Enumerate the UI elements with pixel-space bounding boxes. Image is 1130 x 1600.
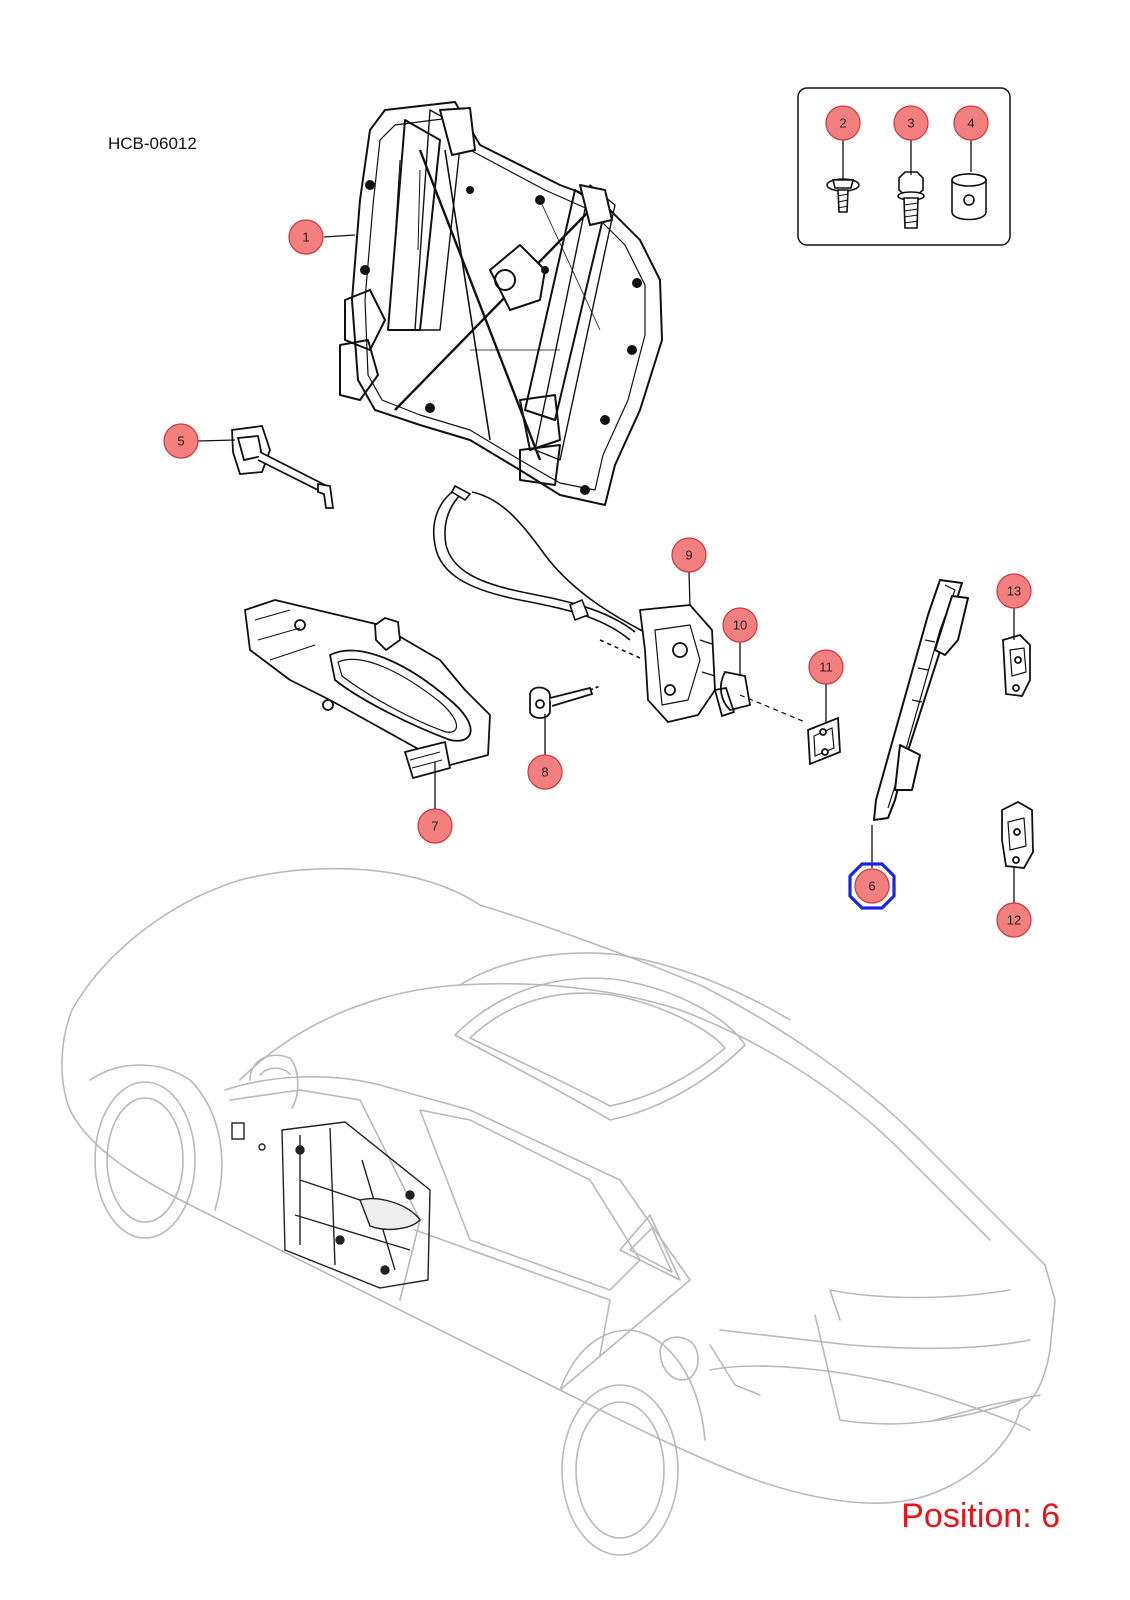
callout-label-6: 6 [868, 879, 875, 894]
callout-label-12: 12 [1007, 913, 1021, 928]
callout-label-2: 2 [839, 116, 846, 131]
callout-label-5: 5 [177, 434, 184, 449]
callout-7[interactable]: 7 [417, 808, 453, 844]
part-6-window-channel [873, 579, 969, 821]
part-13-upper-hinge [1002, 633, 1031, 697]
callout-label-8: 8 [541, 765, 548, 780]
part-10-bracket [713, 670, 752, 718]
callouts: 1 2 3 4 5 6 7 8 [163, 105, 1032, 938]
callout-8[interactable]: 8 [527, 754, 563, 790]
part-7-handle-bracket [244, 599, 491, 779]
callout-label-10: 10 [733, 618, 747, 633]
part-2-screw [826, 178, 860, 213]
callout-label-1: 1 [302, 230, 309, 245]
callout-5[interactable]: 5 [163, 423, 199, 459]
callout-label-3: 3 [907, 116, 914, 131]
callout-label-13: 13 [1007, 584, 1021, 599]
position-label: Position: 6 [901, 1497, 1060, 1535]
callout-2[interactable]: 2 [825, 105, 861, 141]
callout-6-selected[interactable]: 6 [848, 862, 896, 910]
diagram-code: HCB-06012 [108, 134, 197, 153]
part-1-fastener-dots [360, 180, 642, 495]
part-9-door-latch [639, 604, 716, 723]
callout-10[interactable]: 10 [722, 607, 758, 643]
part-1-door-module [339, 101, 663, 506]
callout-4[interactable]: 4 [953, 105, 989, 141]
callout-13[interactable]: 13 [996, 573, 1032, 609]
latch-cable [432, 484, 661, 659]
callout-label-7: 7 [431, 819, 438, 834]
installed-door-module [231, 1121, 431, 1289]
callout-label-4: 4 [967, 116, 974, 131]
callout-3[interactable]: 3 [893, 105, 929, 141]
callout-label-9: 9 [685, 548, 692, 563]
car-outline [61, 867, 1056, 1556]
part-3-bolt [897, 171, 925, 229]
callout-12[interactable]: 12 [996, 902, 1032, 938]
callout-9[interactable]: 9 [671, 537, 707, 573]
part-8-lock-cylinder [529, 685, 601, 719]
part-4-bushing [951, 173, 987, 221]
selection-highlight [848, 862, 896, 910]
part-12-lower-hinge [1001, 800, 1034, 869]
leader-lines [197, 140, 1015, 903]
part-5-check-strap [231, 425, 335, 509]
callout-label-11: 11 [819, 660, 833, 675]
callout-1[interactable]: 1 [288, 219, 324, 255]
callout-11[interactable]: 11 [808, 649, 844, 685]
part-11-striker [807, 716, 841, 766]
